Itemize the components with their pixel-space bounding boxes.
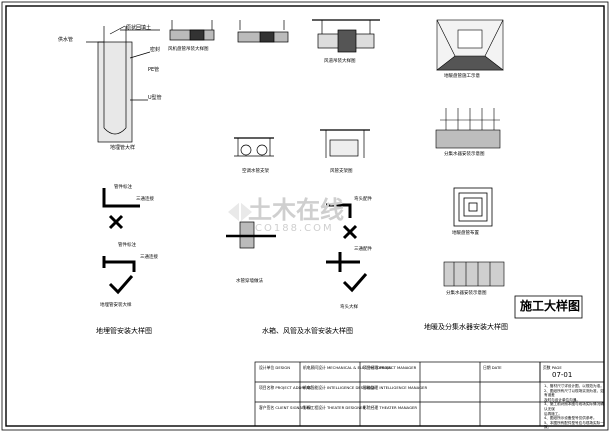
label-mid-fitting-a: 弯头配件 bbox=[354, 197, 372, 202]
note-line: 4、图纸所示设备型号仅供参考。 bbox=[544, 416, 597, 421]
label-water-pipe: 供水管 bbox=[58, 37, 74, 43]
note-line: 3、施工前对照本图与现场实际情况确认无误 bbox=[544, 402, 604, 411]
label-mid-fitting-b: 三通配件 bbox=[354, 247, 372, 252]
floor-section-detail bbox=[443, 261, 505, 287]
caption-duct1: 风机盘管吊装大样图 bbox=[168, 47, 209, 52]
caption-left-bottom: 地埋管安装大样 bbox=[100, 303, 132, 308]
caption-manifold-top: 分集水器安装示意图 bbox=[444, 152, 485, 157]
duct-hanger-3 bbox=[312, 19, 380, 53]
note-line: 2、图纸所有尺寸以现场实测为准，如有误差 bbox=[544, 388, 604, 398]
title-block bbox=[254, 361, 605, 427]
coil-layout bbox=[453, 187, 493, 227]
duct-hanger-1 bbox=[169, 20, 215, 41]
caption-borehole: 地埋管大样 bbox=[110, 145, 136, 151]
note-line: 5、本图所有配件型号应与现场实际一致。 bbox=[544, 420, 604, 430]
design-notes: 1、管材尺寸详设计图，以规范为准。2、图纸所有尺寸以现场实测为准，如有误差 及时… bbox=[544, 384, 604, 430]
check-mark-mid bbox=[342, 273, 368, 293]
manifold-detail bbox=[435, 108, 501, 149]
main-title: 施工大样图 bbox=[520, 299, 581, 313]
section-title-middle: 水箱、风管及水管安装大样图 bbox=[262, 327, 353, 335]
borehole-detail bbox=[86, 25, 160, 143]
tb-row3-cell-1: 影视工程设计 THEATER DESIGNER bbox=[303, 405, 366, 410]
caption-coil: 地暖盘管布置 bbox=[452, 231, 479, 236]
section-title-right: 地暖及分集水器安装大样图 bbox=[424, 323, 508, 331]
section-title-left: 地埋管安装大样图 bbox=[96, 327, 152, 335]
label-fitting-left-b: 管件标注 bbox=[118, 243, 136, 248]
fitting-left bbox=[102, 188, 140, 272]
label-tee-left-b: 三通连接 bbox=[140, 255, 158, 260]
tb-row1-cell-4: 页数 PAGE bbox=[543, 365, 562, 370]
note-line: 1、管材尺寸详设计图，以规范为准。 bbox=[544, 384, 604, 388]
floor-heating-perspective bbox=[436, 19, 504, 71]
tb-row2-cell-1: 机电智能设计 INTELLIGENCE DESIGNER bbox=[303, 385, 376, 390]
main-title-box bbox=[514, 295, 583, 319]
label-seal: 密封 bbox=[150, 47, 161, 53]
watermark bbox=[228, 202, 252, 222]
tb-row3-cell-0: 客户签名 CLIENT SIGNATURE bbox=[259, 405, 312, 410]
tb-row2-cell-2: 智能监理 INTELLIGENCE MANAGER bbox=[363, 385, 428, 390]
caption-floor-heating: 地暖盘管施工示意 bbox=[444, 74, 480, 79]
check-mark-left bbox=[108, 275, 134, 295]
tb-row2-cell-0: 项目名称 PROJECT ADDRESS bbox=[259, 385, 312, 390]
tb-row1-cell-0: 设计单位 DESIGN bbox=[259, 365, 291, 370]
tb-row3-cell-2: 影院经理 THEATER MANAGER bbox=[363, 405, 418, 410]
label-u-tube: U型管 bbox=[148, 95, 162, 101]
caption-elbow: 弯头大样 bbox=[340, 305, 358, 310]
label-pe-pipe: PE管 bbox=[148, 67, 160, 73]
note-line: 及时与设计单位沟通。 bbox=[544, 397, 580, 402]
duct-support bbox=[320, 129, 370, 158]
caption-manifold: 分集水器安装示意图 bbox=[446, 291, 487, 296]
tb-row1-cell-3: 日期 DATE bbox=[483, 365, 502, 370]
caption-pipe-hanger: 空调水管支架 bbox=[242, 169, 269, 174]
duct-hanger-2 bbox=[237, 20, 289, 43]
watermark-cn: 土木在线 bbox=[248, 196, 344, 224]
note-line: 后再施工。 bbox=[544, 411, 562, 416]
label-backfill: 原状回填土 bbox=[126, 25, 152, 31]
cross-mark-left bbox=[108, 214, 124, 230]
watermark-en: CO188.COM bbox=[255, 223, 334, 234]
cross-mark-mid bbox=[342, 224, 358, 240]
tb-row1-cell-1: 机电顾问设计 MECHANICAL & ELECTRIC DESIGN bbox=[303, 365, 392, 370]
fitting-mid bbox=[326, 203, 360, 272]
caption-duct-support: 风管支架图 bbox=[330, 169, 353, 174]
wall-penetration bbox=[226, 221, 276, 249]
page-number: 07-01 bbox=[552, 371, 573, 379]
caption-wall-penetration: 水管穿墙做法 bbox=[236, 279, 263, 284]
tb-row1-cell-2: 项目经理 PROJECT MANAGER bbox=[363, 365, 417, 370]
caption-duct2: 风道吊装大样图 bbox=[324, 59, 356, 64]
label-fitting-left: 管件标注 bbox=[114, 185, 132, 190]
label-tee-left: 三通连接 bbox=[136, 197, 154, 202]
pipe-support bbox=[234, 137, 274, 157]
